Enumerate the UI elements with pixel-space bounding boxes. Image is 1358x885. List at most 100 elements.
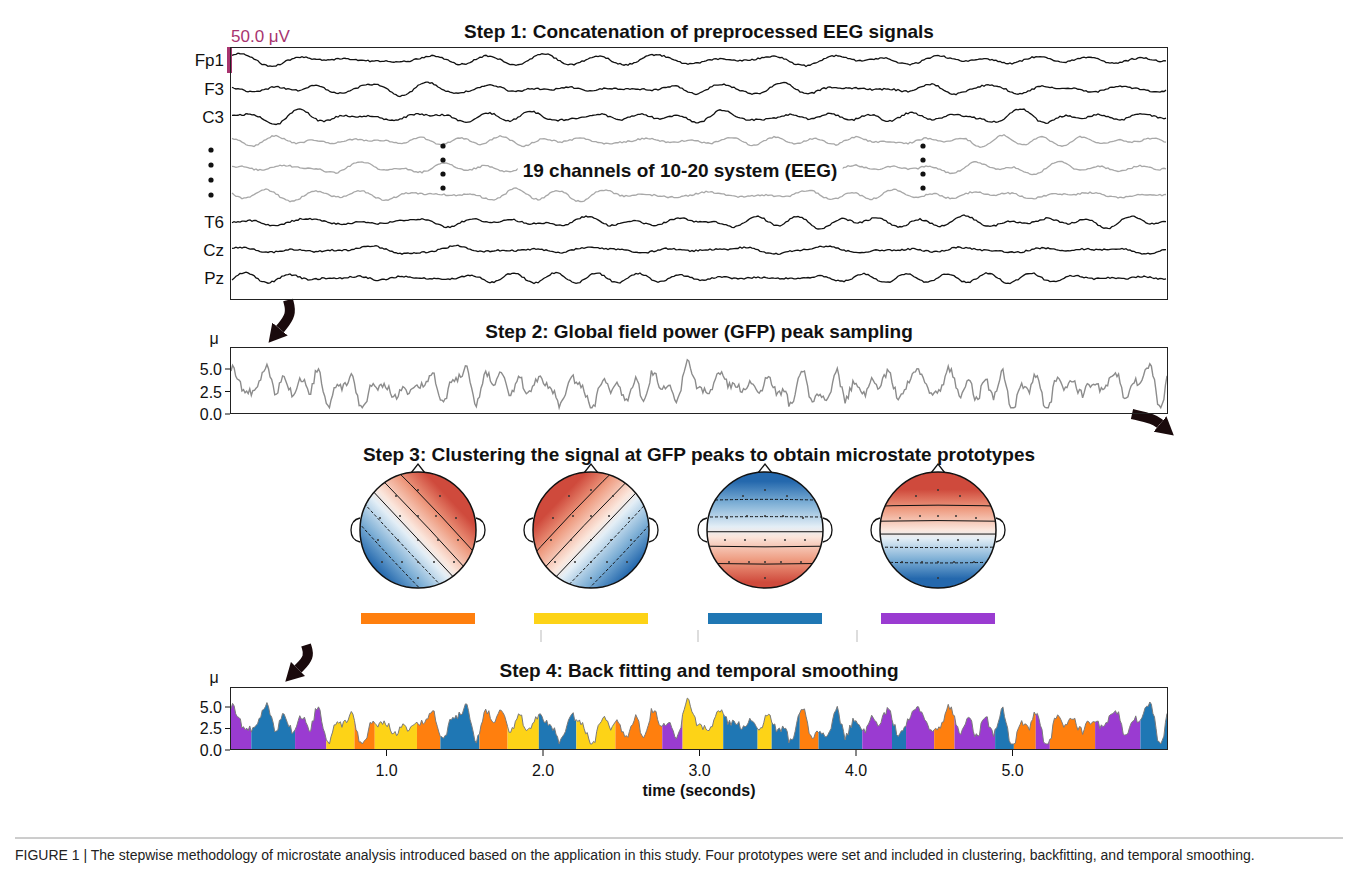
electrode-dot <box>590 489 592 491</box>
contour-line <box>848 561 1028 563</box>
electrode-dot <box>899 517 901 519</box>
eeg-trace <box>232 109 1166 125</box>
axis-tick <box>225 369 230 370</box>
electrode-dot <box>937 515 939 517</box>
head-ear <box>698 518 707 542</box>
microstate-segment <box>1050 715 1095 750</box>
electrode-dot <box>782 515 784 517</box>
divider-tick <box>857 630 858 642</box>
head-ear <box>649 518 658 542</box>
axis-tick-label: 0.0 <box>200 405 222 424</box>
electrode-dot <box>552 517 554 519</box>
axis-tick-label: 2.5 <box>200 719 222 738</box>
axis-tick-label: 1.0 <box>375 761 397 780</box>
ellipsis-dot <box>208 177 213 182</box>
ellipsis-dot <box>440 157 445 162</box>
caption-rule <box>15 838 1343 839</box>
contour-line <box>848 546 1028 548</box>
axis-tick-label: 2.0 <box>532 761 554 780</box>
contour-group <box>334 453 502 626</box>
head-ear <box>823 518 832 542</box>
electrode-dot <box>457 539 459 541</box>
eeg-trace <box>232 245 1166 254</box>
channel-name: F3 <box>204 80 224 99</box>
head-outline <box>880 472 996 588</box>
electrode-dot <box>724 539 726 541</box>
electrode-dot <box>786 495 788 497</box>
axis-tick-label: 2.5 <box>200 383 222 402</box>
step-region: Step 3: Clustering the signal at GFP pea… <box>230 442 1168 645</box>
contour-line <box>675 545 855 547</box>
electrode-dot <box>748 561 750 563</box>
contour-line <box>555 492 679 622</box>
contour-line <box>346 483 469 614</box>
contour-line <box>523 461 647 591</box>
electrode-dot <box>937 489 939 491</box>
microstate-segment <box>231 703 251 750</box>
contour-line <box>675 531 855 532</box>
electrode-dot <box>417 515 419 517</box>
electrode-dot <box>628 517 630 519</box>
electrode-dot <box>439 495 441 497</box>
electrode-dot <box>764 561 766 563</box>
electrode-dot <box>397 539 399 541</box>
electrode-dot <box>764 539 766 541</box>
electrode-dot <box>610 539 612 541</box>
head-outline <box>707 472 823 588</box>
electrode-dot <box>379 517 381 519</box>
axis-tick <box>386 750 387 756</box>
topomap <box>334 453 502 626</box>
electrode-dot <box>433 561 435 563</box>
electrode-dot <box>784 539 786 541</box>
microstate-segment <box>934 704 954 750</box>
ellipsis-dot <box>208 192 213 197</box>
electrode-dot <box>395 495 397 497</box>
axis-tick <box>225 414 230 415</box>
axis-tick <box>225 728 230 729</box>
electrode-dot <box>554 561 556 563</box>
head-outline <box>533 472 649 588</box>
microstate-segment <box>819 706 863 750</box>
electrode-dot <box>802 517 804 519</box>
divider-tick <box>698 630 699 642</box>
electrode-dot <box>590 515 592 517</box>
electrode-dot <box>417 561 419 563</box>
eeg-trace <box>232 272 1166 284</box>
topomap <box>675 464 855 588</box>
axis-tick <box>856 750 857 756</box>
microstate-segment <box>906 707 934 750</box>
ellipsis-dot <box>440 185 445 190</box>
contour-group <box>848 505 1028 563</box>
electrode-dot <box>953 561 955 563</box>
electrode-dot <box>568 495 570 497</box>
electrode-dot <box>455 517 457 519</box>
electrode-dot <box>726 517 728 519</box>
axis-tick <box>1012 750 1013 756</box>
ellipsis-dot <box>920 143 925 148</box>
electrode-dot <box>401 561 403 563</box>
axis-tick <box>225 707 230 708</box>
microstate-segment <box>662 714 682 750</box>
electrode-dot <box>901 561 903 563</box>
electrode-dot <box>612 495 614 497</box>
electrode-dot <box>804 539 806 541</box>
electrode-dot <box>728 561 730 563</box>
electrode-dot <box>917 539 919 541</box>
electrode-dot <box>744 539 746 541</box>
electrode-dot <box>915 495 917 497</box>
axis-title: time (seconds) <box>643 781 756 800</box>
microstate-segment <box>954 716 995 750</box>
electrode-dot <box>550 539 552 541</box>
axis-tick-label: 3.0 <box>688 761 710 780</box>
contour-line <box>356 474 479 605</box>
microstate-segment <box>800 709 819 750</box>
electrode-dot <box>435 515 437 517</box>
electrode-dot <box>417 539 419 541</box>
microstate-segment <box>539 713 577 750</box>
electrode-dot <box>630 539 632 541</box>
microstate-segment <box>508 714 539 750</box>
contour-group <box>675 499 855 564</box>
topomap <box>511 450 679 622</box>
head-outline <box>360 472 476 588</box>
